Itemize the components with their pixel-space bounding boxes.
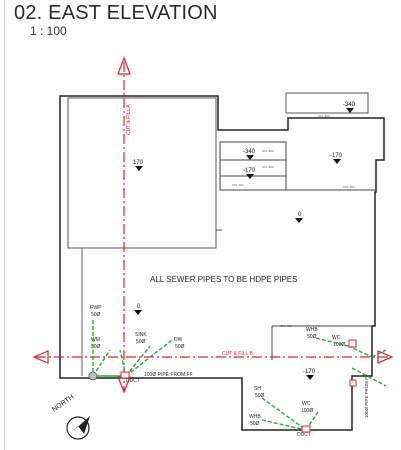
pipe-label: 100Ø PIPE FROM FF bbox=[144, 372, 193, 378]
svg-text:50Ø: 50Ø bbox=[307, 334, 317, 340]
svg-text:50Ø: 50Ø bbox=[175, 344, 185, 350]
level-label: -170 bbox=[303, 369, 316, 375]
inner-block bbox=[67, 97, 217, 249]
svg-text:WM: WM bbox=[91, 337, 100, 343]
cut-label-a: CUT & FILL A bbox=[126, 104, 132, 135]
svg-text:CFL 400: CFL 400 bbox=[343, 185, 355, 189]
level-markers: -340 -340 -170 -170 170 0 0 -170 bbox=[133, 102, 356, 380]
svg-text:100Ø: 100Ø bbox=[333, 342, 345, 348]
svg-text:SINK: SINK bbox=[135, 332, 147, 338]
page-title: 02. EAST ELEVATION bbox=[14, 2, 218, 24]
stair-block bbox=[219, 141, 287, 191]
svg-text:CFL 400: CFL 400 bbox=[262, 165, 274, 169]
roof-box bbox=[285, 92, 369, 114]
level-label: 170 bbox=[133, 160, 144, 166]
level-label: -340 bbox=[343, 102, 356, 108]
manhole-node bbox=[88, 371, 98, 381]
svg-text:50Ø: 50Ø bbox=[255, 393, 265, 399]
svg-text:RWP: RWP bbox=[90, 305, 102, 311]
cut-arrow-top bbox=[117, 56, 131, 75]
svg-text:50Ø: 50Ø bbox=[136, 339, 146, 345]
svg-text:SH: SH bbox=[254, 386, 261, 392]
svg-text:CFL 400: CFL 400 bbox=[280, 324, 292, 328]
level-label: 0 bbox=[298, 212, 302, 218]
svg-text:100Ø: 100Ø bbox=[301, 408, 313, 414]
svg-text:WC: WC bbox=[332, 335, 341, 341]
svg-text:WC: WC bbox=[302, 401, 311, 407]
fixture-labels: RWP 50Ø WM 50Ø SINK 50Ø DW 50Ø WHB 50Ø W… bbox=[90, 305, 345, 427]
sewer-pipes bbox=[92, 320, 387, 431]
duct-label: DUCT bbox=[297, 432, 311, 438]
pipe-label-vertical: 100Ø PIPE FROM FF bbox=[364, 374, 369, 418]
svg-text:50Ø: 50Ø bbox=[91, 344, 101, 350]
level-label: -340 bbox=[243, 149, 256, 155]
svg-text:CFL 400: CFL 400 bbox=[318, 114, 330, 118]
svg-text:50Ø: 50Ø bbox=[91, 312, 101, 318]
ffl-tags: CFL 400 CFL 400 CFL 400 CFL 400 CFL 400 … bbox=[232, 114, 355, 328]
scale-label: 1 : 100 bbox=[30, 24, 67, 38]
north-arrow: NORTH bbox=[51, 394, 90, 440]
north-arrow-icon bbox=[72, 416, 90, 434]
sewer-note: ALL SEWER PIPES TO BE HDPE PIPES bbox=[150, 275, 297, 284]
svg-text:50Ø: 50Ø bbox=[250, 421, 260, 427]
cut-arrow-left bbox=[32, 350, 49, 364]
svg-text:CFL 400: CFL 400 bbox=[232, 183, 244, 187]
cut-label-b: CUT & FILL B bbox=[222, 351, 254, 357]
building-outline bbox=[59, 95, 385, 431]
pipe-nodes bbox=[120, 339, 357, 433]
level-label: 0 bbox=[137, 304, 141, 310]
svg-text:WHB: WHB bbox=[306, 327, 318, 333]
level-label: -170 bbox=[243, 168, 256, 174]
level-label: -170 bbox=[330, 153, 343, 159]
svg-text:DW: DW bbox=[174, 337, 183, 343]
cut-arrow-right bbox=[377, 350, 394, 364]
north-label: NORTH bbox=[51, 394, 75, 414]
svg-text:WHB: WHB bbox=[249, 414, 261, 420]
duct-label: DUCT bbox=[126, 378, 140, 384]
page-left-border bbox=[4, 0, 5, 450]
svg-text:CFL 400: CFL 400 bbox=[262, 149, 274, 153]
